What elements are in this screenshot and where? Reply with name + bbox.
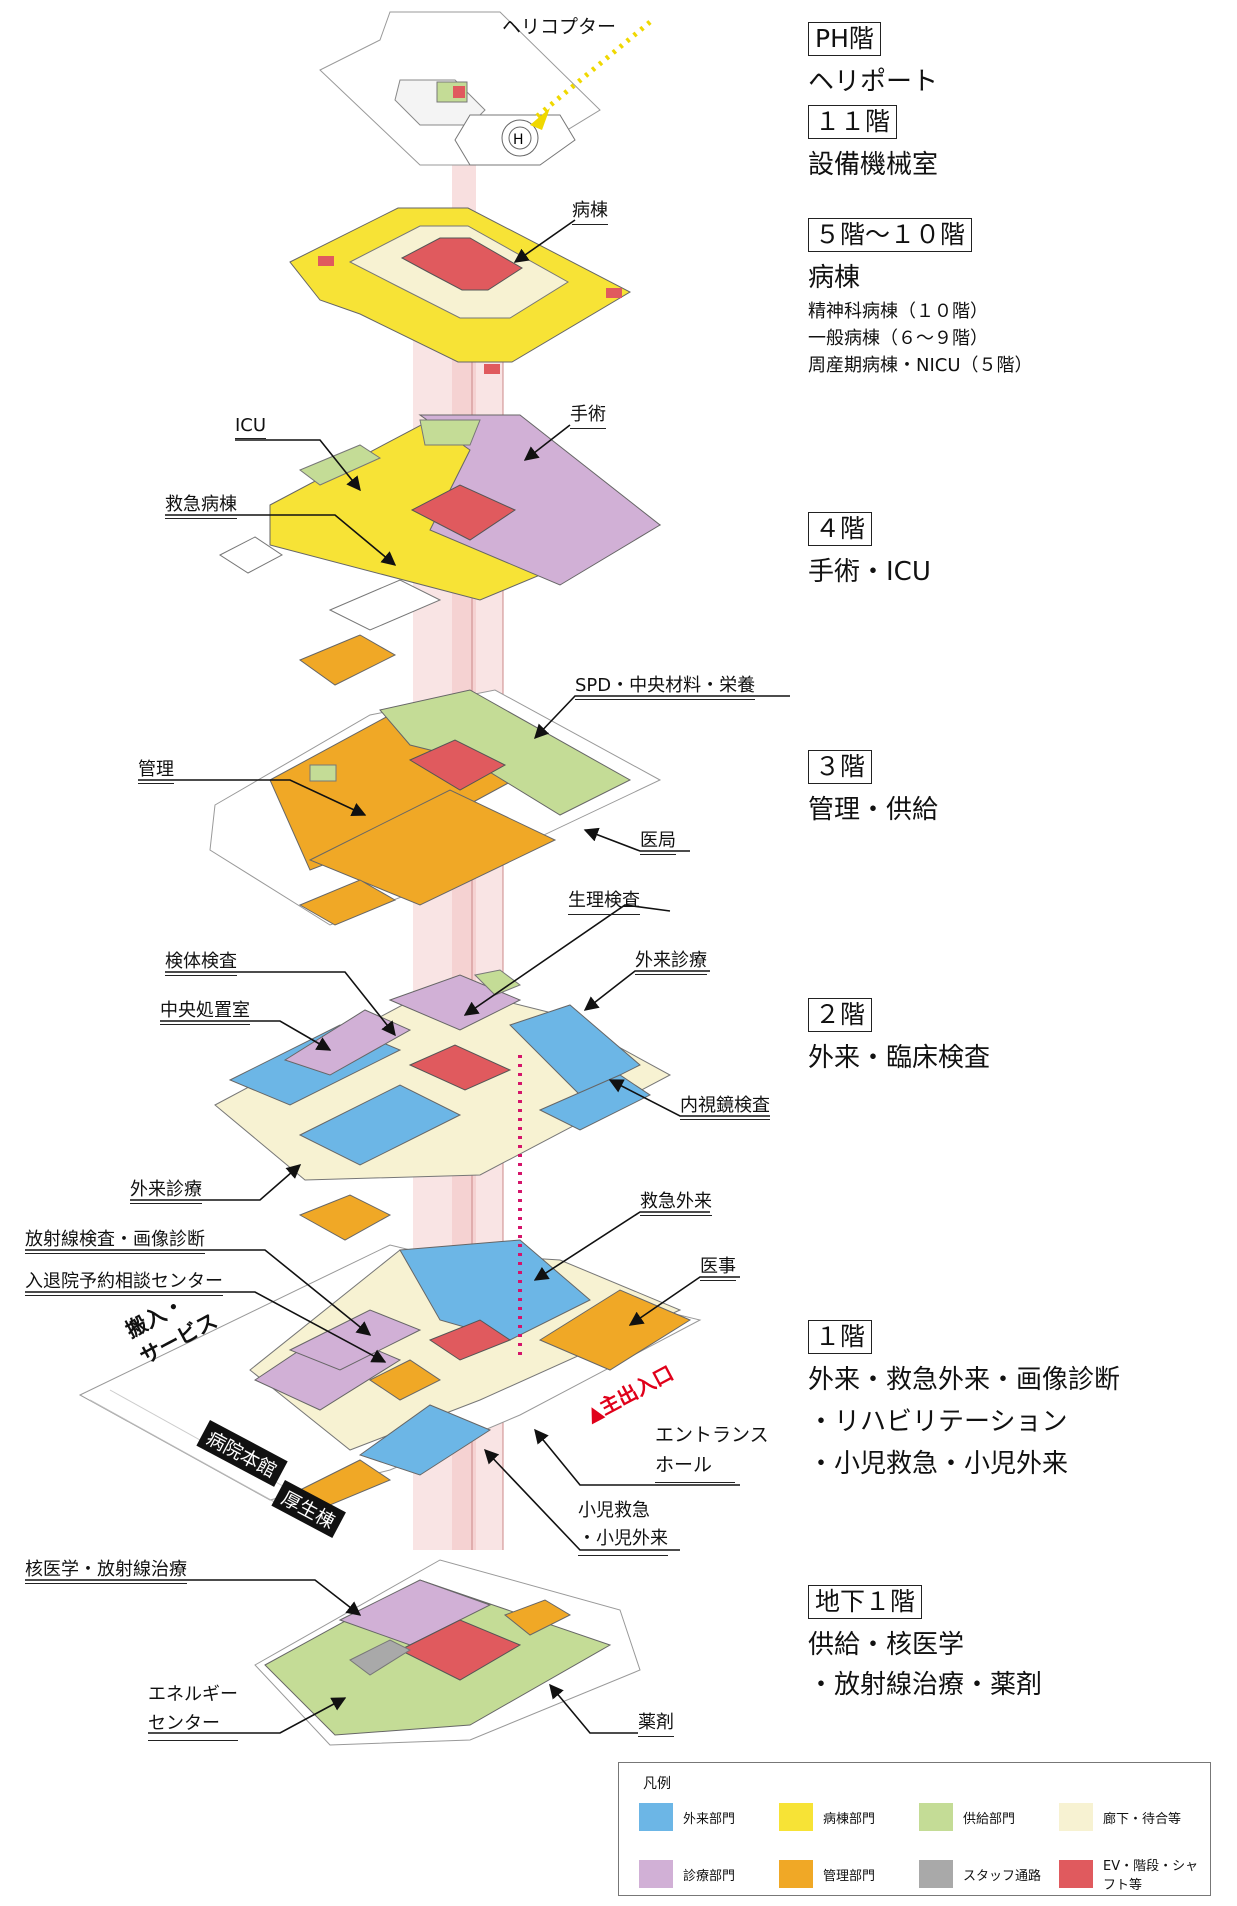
- floor-4-tag: ４階: [808, 512, 873, 546]
- legend-item-ev: EV・階段・シャフト等: [1059, 1855, 1199, 1893]
- floor-ph-header: PH階 ヘリポート: [808, 22, 938, 102]
- legend-label: 外来部門: [683, 1811, 736, 1827]
- label-energy-center-line2: センター: [148, 1709, 238, 1741]
- floor-2-header: ２階 外来・臨床検査: [808, 998, 990, 1078]
- legend-swatch: [779, 1860, 813, 1888]
- label-specimen: 検体検査: [165, 947, 237, 976]
- label-pediatric-line2: ・小児外来: [578, 1525, 668, 1556]
- label-energy-center-line1: エネルギー: [148, 1684, 238, 1705]
- legend-grid: 外来部門 病棟部門 供給部門 廊下・待合等 診療部門 管理部門 スタッフ通路 E…: [639, 1803, 1199, 1893]
- label-endoscopy: 内視鏡検査: [680, 1091, 770, 1120]
- legend-label: 病棟部門: [823, 1811, 876, 1827]
- label-nuclear-medicine: 核医学・放射線治療: [25, 1555, 187, 1584]
- legend-item-clinical: 診療部門: [639, 1855, 779, 1893]
- floor-11-function: 設備機械室: [808, 150, 939, 180]
- label-emergency-ward: 救急病棟: [165, 490, 237, 519]
- floor-2-tag: ２階: [808, 998, 873, 1032]
- label-helicopter: ヘリコプター: [502, 16, 617, 38]
- legend-label: 供給部門: [963, 1811, 1016, 1827]
- floor-b1-function-1: 供給・核医学: [808, 1630, 965, 1660]
- label-emergency-outpatient: 救急外来: [640, 1187, 712, 1216]
- floor-ward-tag: ５階～１０階: [808, 218, 973, 252]
- floor-b1-header: 地下１階 供給・核医学 ・放射線治療・薬剤: [808, 1585, 1042, 1705]
- label-surgery: 手術: [570, 400, 606, 429]
- label-outpatient-2f-right: 外来診療: [635, 946, 707, 975]
- label-spd: SPD・中央材料・栄養: [575, 671, 756, 700]
- label-energy-center: エネルギー センター: [148, 1680, 238, 1741]
- legend-item-ward: 病棟部門: [779, 1803, 919, 1831]
- floor-1-function-2: ・リハビリテーション: [808, 1407, 1068, 1437]
- floor-ph-plate: H: [319, 11, 601, 166]
- floor-1-header: １階 外来・救急外来・画像診断 ・リハビリテーション ・小児救急・小児外来: [808, 1320, 1120, 1484]
- leader-lines: [25, 219, 790, 1734]
- legend-item-staff: スタッフ通路: [919, 1855, 1059, 1893]
- floor-ward-plate: [289, 207, 632, 374]
- legend-label: 廊下・待合等: [1103, 1811, 1182, 1827]
- floor-4-function: 手術・ICU: [808, 557, 931, 587]
- legend-swatch: [919, 1860, 953, 1888]
- floor-ward-sub-2: 一般病棟（６～９階）: [808, 328, 988, 349]
- floor-11-header: １１階 設備機械室: [808, 105, 938, 185]
- label-radiology: 放射線検査・画像診断: [25, 1225, 205, 1254]
- floor-ward-sub-3: 周産期病棟・NICU（５階）: [808, 355, 1033, 376]
- label-entrance-hall: エントランス ホール: [655, 1420, 769, 1483]
- label-central-treatment: 中央処置室: [160, 996, 250, 1025]
- label-admin: 管理: [138, 755, 174, 784]
- label-entrance-hall-line1: エントランス: [655, 1424, 769, 1446]
- legend-item-outpatient: 外来部門: [639, 1803, 779, 1831]
- floor-1-tag: １階: [808, 1320, 873, 1354]
- legend-item-corridor: 廊下・待合等: [1059, 1803, 1199, 1831]
- floor-ph-tag: PH階: [808, 22, 881, 56]
- legend-title: 凡例: [643, 1776, 671, 1792]
- floor-b1-tag: 地下１階: [808, 1585, 923, 1619]
- label-pediatric-line1: 小児救急: [578, 1500, 650, 1521]
- helicopter-path: [530, 20, 652, 130]
- legend-swatch: [639, 1803, 673, 1831]
- label-entrance-hall-line2: ホール: [655, 1450, 735, 1483]
- legend-swatch: [1059, 1803, 1093, 1831]
- svg-text:H: H: [513, 132, 524, 148]
- floor-1-function-1: 外来・救急外来・画像診断: [808, 1365, 1121, 1395]
- floor-2-function: 外来・臨床検査: [808, 1043, 991, 1073]
- legend-label: スタッフ通路: [963, 1868, 1042, 1884]
- label-medical-office: 医局: [640, 826, 676, 855]
- floor-4f-plate: [219, 414, 662, 686]
- floor-11-tag: １１階: [808, 105, 898, 139]
- floor-1-function-3: ・小児救急・小児外来: [808, 1449, 1069, 1479]
- floor-ward-sub-1: 精神科病棟（１０階）: [808, 301, 988, 322]
- legend-item-admin: 管理部門: [779, 1855, 919, 1893]
- legend-label: 管理部門: [823, 1868, 876, 1884]
- legend-swatch: [919, 1803, 953, 1831]
- legend-label: 診療部門: [683, 1868, 736, 1884]
- label-pediatric: 小児救急 ・小児外来: [578, 1497, 668, 1556]
- legend-label: EV・階段・シャフト等: [1103, 1859, 1199, 1893]
- label-icu: ICU: [235, 415, 267, 439]
- label-outpatient-2f-left: 外来診療: [130, 1175, 202, 1204]
- legend-item-supply: 供給部門: [919, 1803, 1059, 1831]
- legend-swatch: [779, 1803, 813, 1831]
- label-physiology: 生理検査: [568, 886, 640, 915]
- floor-b1-plate: [254, 1559, 641, 1746]
- legend-swatch: [1059, 1860, 1093, 1888]
- floor-3-tag: ３階: [808, 750, 873, 784]
- floor-ward-header: ５階～１０階 病棟 精神科病棟（１０階） 一般病棟（６～９階） 周産期病棟・NI…: [808, 218, 1033, 379]
- floor-ph-function: ヘリポート: [808, 67, 939, 97]
- legend: 凡例 外来部門 病棟部門 供給部門 廊下・待合等 診療部門 管理部門 スタッフ通…: [618, 1762, 1211, 1896]
- floor-b1-function-2: ・放射線治療・薬剤: [808, 1670, 1043, 1700]
- label-medical-affairs: 医事: [700, 1252, 736, 1281]
- floor-3f-plate: [209, 689, 662, 926]
- floor-ward-function: 病棟: [808, 263, 861, 293]
- label-admission-center: 入退院予約相談センター: [25, 1267, 223, 1296]
- label-pharmacy: 薬剤: [638, 1708, 674, 1737]
- legend-swatch: [639, 1860, 673, 1888]
- floor-3-function: 管理・供給: [808, 795, 939, 825]
- floor-4-header: ４階 手術・ICU: [808, 512, 931, 592]
- label-ward: 病棟: [572, 196, 608, 225]
- floor-3-header: ３階 管理・供給: [808, 750, 938, 830]
